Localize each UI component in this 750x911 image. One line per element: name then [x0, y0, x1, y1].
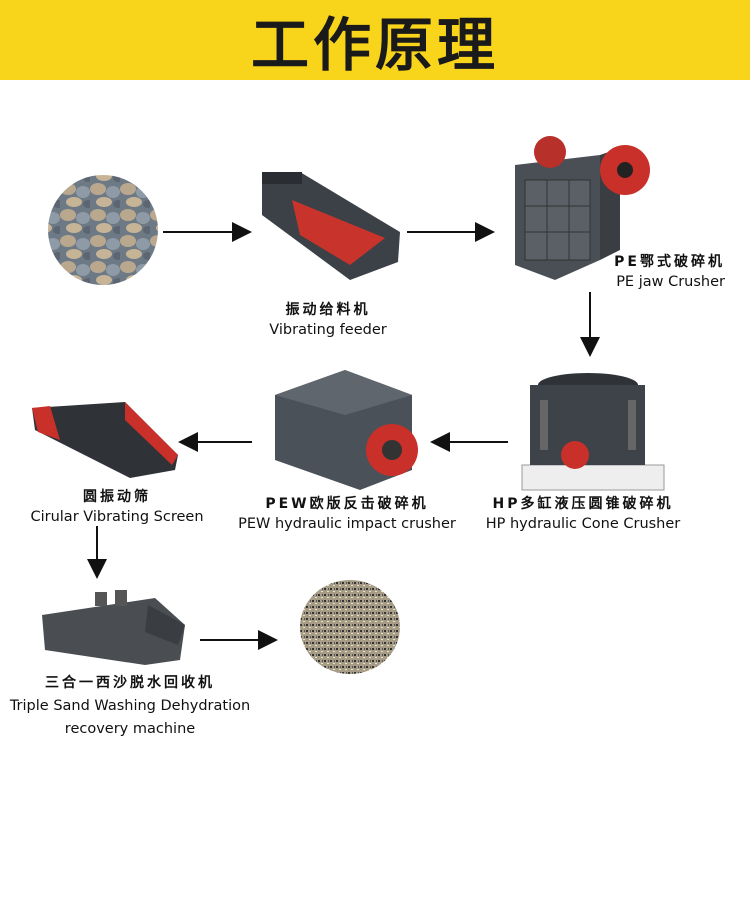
label-en: HP hydraulic Cone Crusher — [485, 516, 681, 532]
sand-product-image — [300, 580, 400, 674]
label-en: PEW hydraulic impact crusher — [238, 516, 456, 532]
label-en: PE jaw Crusher — [616, 274, 725, 290]
page-title: 工作原理 — [250, 11, 499, 79]
raw-stone-image — [48, 175, 158, 285]
vibrating-feeder-label: 振动给料机 Vibrating feeder — [269, 300, 386, 340]
label-cn: 圆振动筛 — [82, 489, 151, 505]
vibrating-feeder-image — [262, 172, 400, 280]
label-cn: PEW欧版反击破碎机 — [265, 496, 429, 512]
jaw-crusher-label: PE鄂式破碎机 PE jaw Crusher — [614, 252, 725, 292]
jaw-crusher-image — [515, 136, 650, 280]
label-cn: 振动给料机 — [285, 302, 371, 318]
label-cn: HP多缸液压圆锥破碎机 — [492, 496, 674, 512]
label-en: Triple Sand Washing Dehydration — [9, 698, 251, 714]
sand-washer-label: 三合一西沙脱水回收机 Triple Sand Washing Dehydrati… — [10, 672, 250, 741]
cone-crusher-label: HP多缸液压圆锥破碎机 HP hydraulic Cone Crusher — [486, 494, 681, 534]
label-cn: PE鄂式破碎机 — [614, 254, 725, 270]
title-banner: 工作原理 — [0, 0, 750, 80]
sand-washer-image — [42, 590, 185, 665]
label-en: Cirular Vibrating Screen — [30, 509, 204, 525]
vibrating-screen-label: 圆振动筛 Cirular Vibrating Screen — [30, 487, 203, 527]
impact-crusher-label: PEW欧版反击破碎机 PEW hydraulic impact crusher — [238, 494, 456, 534]
label-en: Vibrating feeder — [269, 322, 387, 338]
vibrating-screen-image — [32, 402, 178, 478]
label-en-2: recovery machine — [64, 721, 196, 737]
impact-crusher-image — [275, 370, 418, 490]
cone-crusher-image — [521, 373, 665, 491]
label-cn: 三合一西沙脱水回收机 — [44, 675, 215, 691]
